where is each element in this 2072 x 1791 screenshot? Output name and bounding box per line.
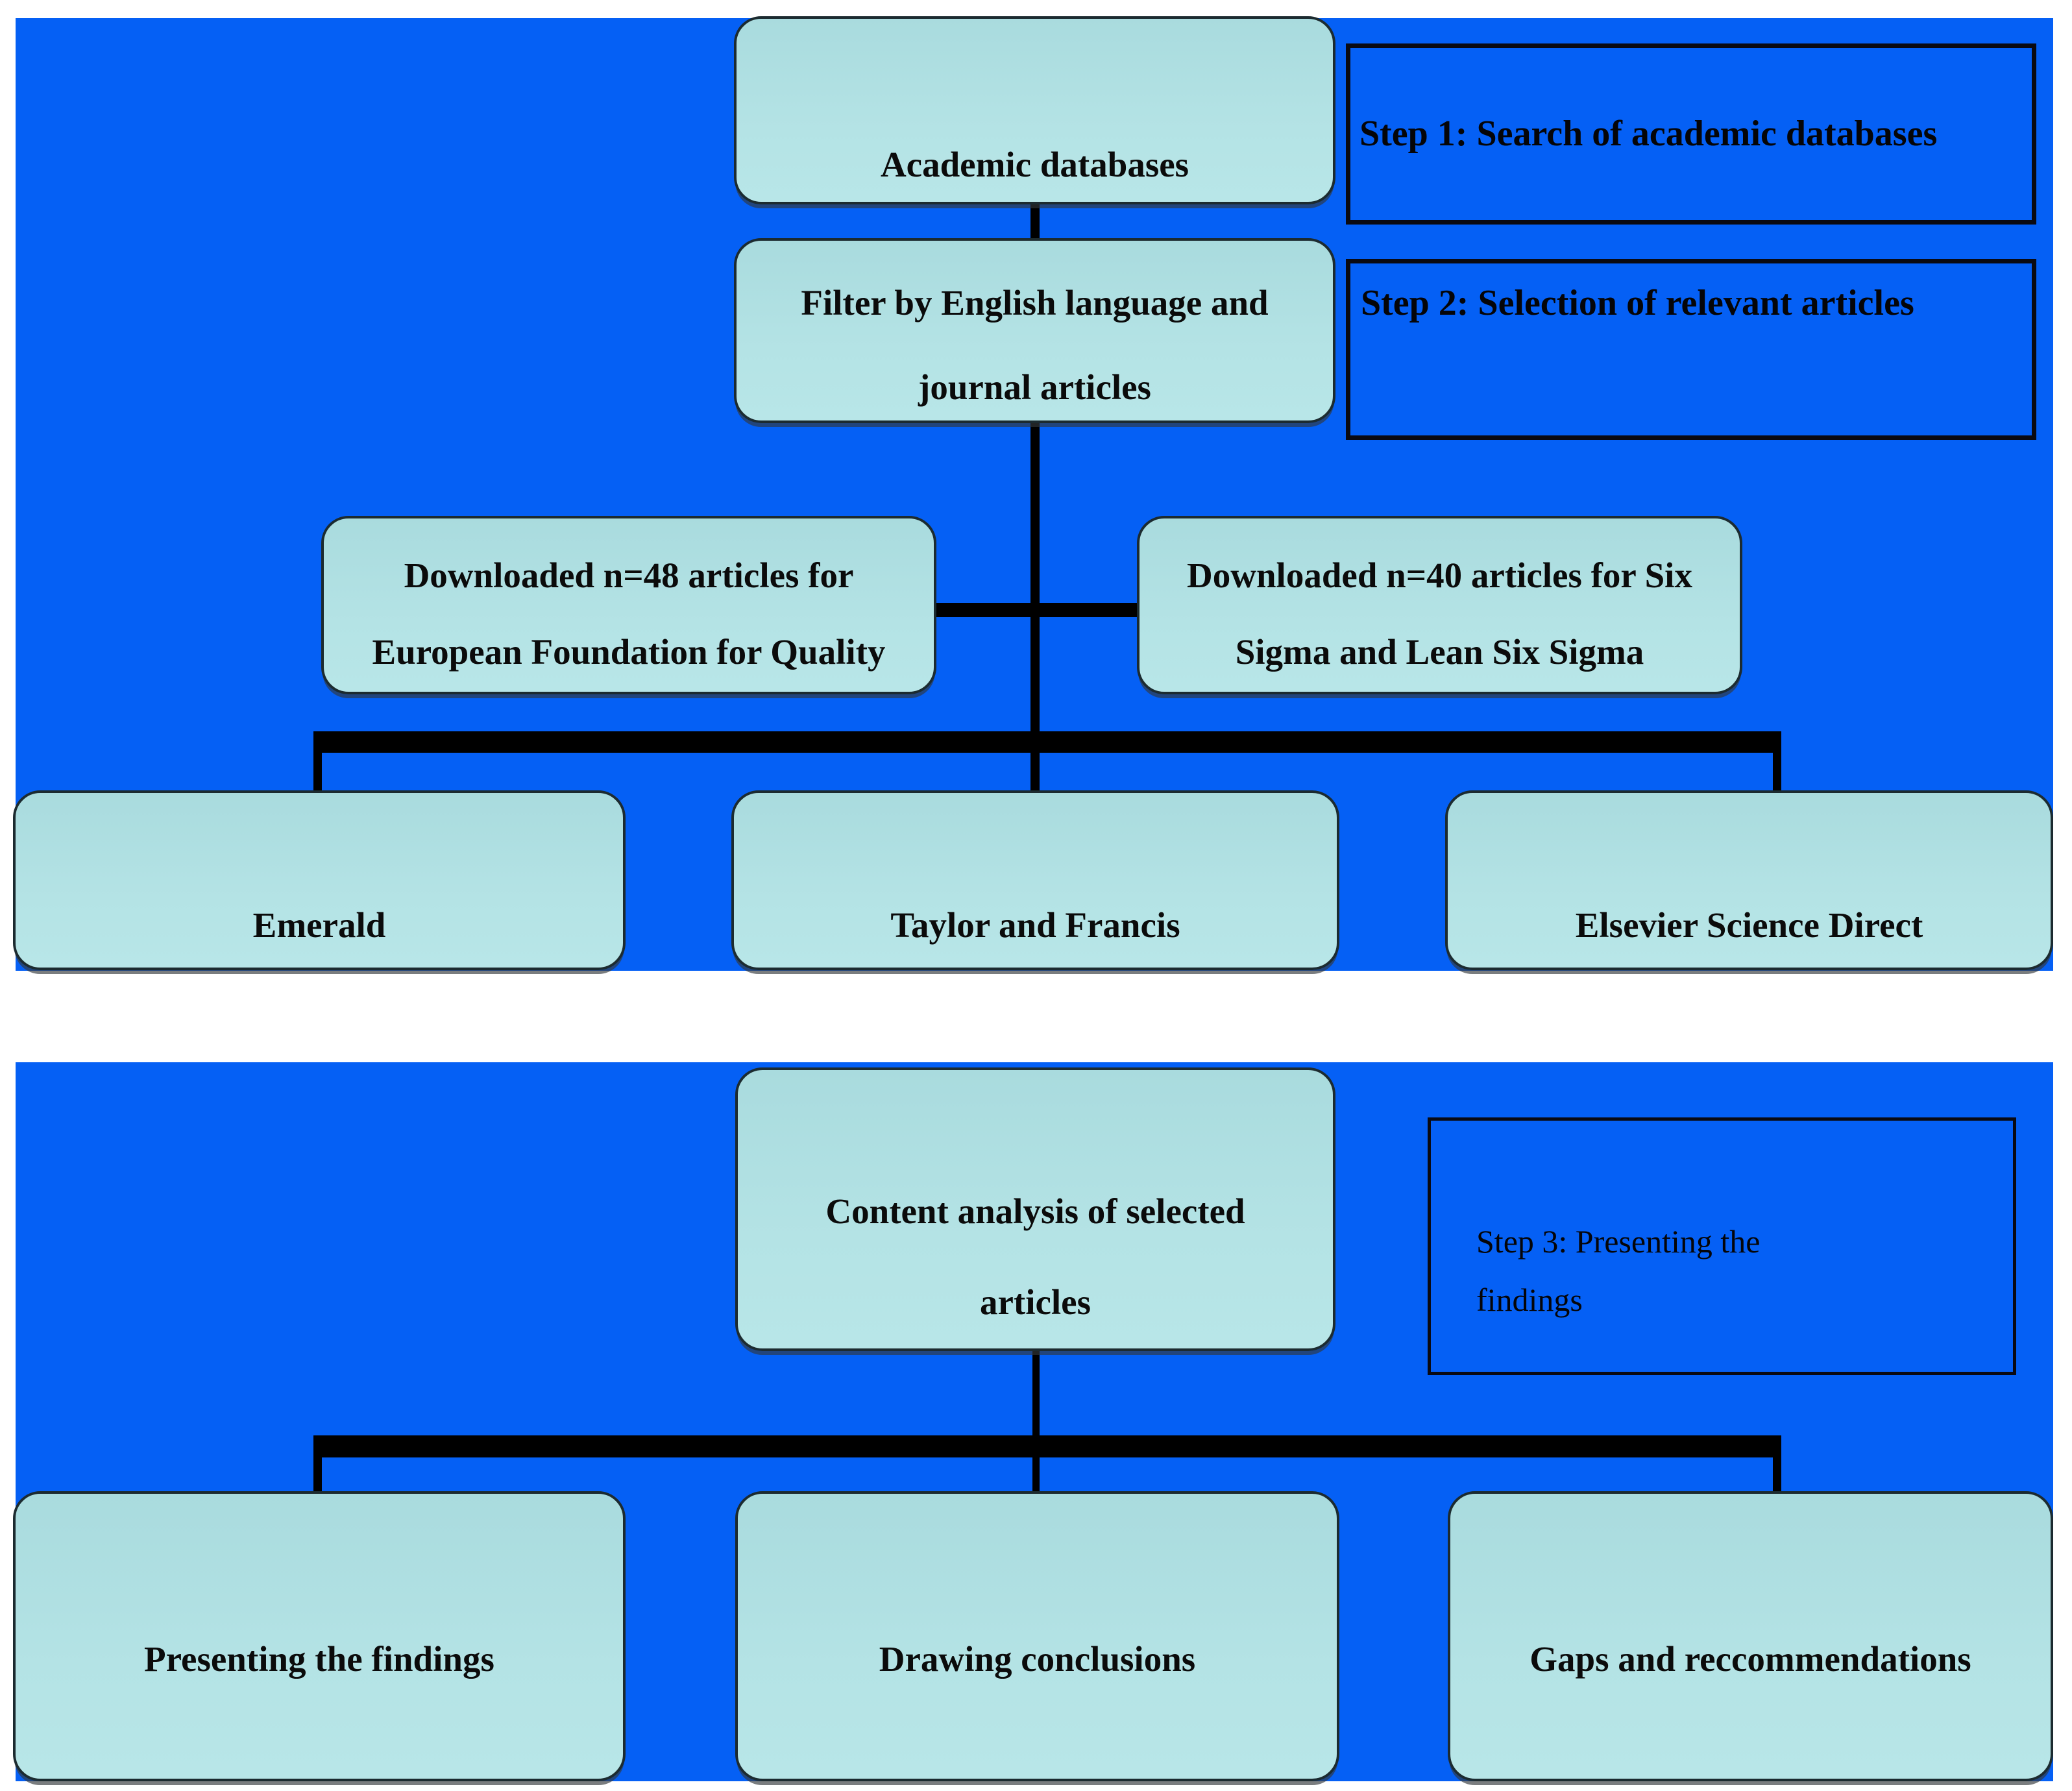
node-label-line2: journal articles: [918, 367, 1151, 407]
node-source-emerald: Emerald: [13, 790, 626, 970]
step-2-callout: Step 2: Selection of relevant articles: [1346, 259, 2036, 440]
node-label: Gaps and reccommendations: [1530, 1639, 1971, 1679]
node-label: Emerald: [252, 905, 386, 945]
node-label: Presenting the findings: [144, 1639, 494, 1679]
connector-drop-presenting: [313, 1435, 322, 1495]
step-3-label-line1: Step 3: Presenting the: [1476, 1223, 1761, 1260]
node-label: Taylor and Francis: [890, 905, 1180, 945]
node-label-line1: Content analysis of selected: [825, 1191, 1245, 1231]
node-presenting-findings: Presenting the findings: [13, 1491, 626, 1781]
step-1-callout: Step 1: Search of academic databases: [1346, 43, 2036, 225]
connector-drop-gaps: [1773, 1435, 1781, 1495]
step-3-label-line2: findings: [1476, 1282, 1583, 1318]
node-label: Academic databases: [880, 144, 1189, 184]
step-3-callout: Step 3: Presenting the findings: [1428, 1117, 2016, 1375]
connector-drop-elsevier: [1773, 731, 1781, 793]
node-label-line1: Downloaded n=40 articles for Six: [1187, 555, 1692, 595]
connector-drop-emerald: [313, 731, 322, 793]
connector-downloads-crossbar: [932, 603, 1140, 617]
node-label-line2: Sigma and Lean Six Sigma: [1235, 631, 1644, 672]
node-label-line1: Filter by English language and: [801, 283, 1269, 323]
node-content-analysis: Content analysis of selected articles: [735, 1067, 1335, 1351]
node-label: Elsevier Science Direct: [1575, 905, 1923, 945]
step-2-label: Step 2: Selection of relevant articles: [1361, 283, 1914, 323]
node-source-elsevier: Elsevier Science Direct: [1445, 790, 2053, 970]
node-label: Drawing conclusions: [879, 1639, 1196, 1679]
connector-tbar-panel1: [313, 731, 1781, 753]
node-source-taylor-francis: Taylor and Francis: [731, 790, 1339, 970]
node-academic-databases: Academic databases: [734, 16, 1335, 204]
node-label-line1: Downloaded n=48 articles for: [404, 555, 854, 595]
connector-trunk-panel2: [1032, 1346, 1040, 1494]
node-downloaded-n40: Downloaded n=40 articles for Six Sigma a…: [1137, 516, 1742, 694]
node-filter-english-journal: Filter by English language and journal a…: [734, 238, 1335, 423]
step-1-label: Step 1: Search of academic databases: [1359, 113, 1938, 154]
node-drawing-conclusions: Drawing conclusions: [735, 1491, 1339, 1781]
node-label-line2: European Foundation for Quality: [372, 631, 886, 672]
node-downloaded-n48: Downloaded n=48 articles for European Fo…: [321, 516, 936, 694]
connector-academic-to-filter: [1030, 193, 1040, 243]
node-label-line2: articles: [979, 1282, 1091, 1322]
connector-tbar-panel2: [313, 1435, 1781, 1457]
node-gaps-recommendations: Gaps and reccommendations: [1448, 1491, 2053, 1781]
